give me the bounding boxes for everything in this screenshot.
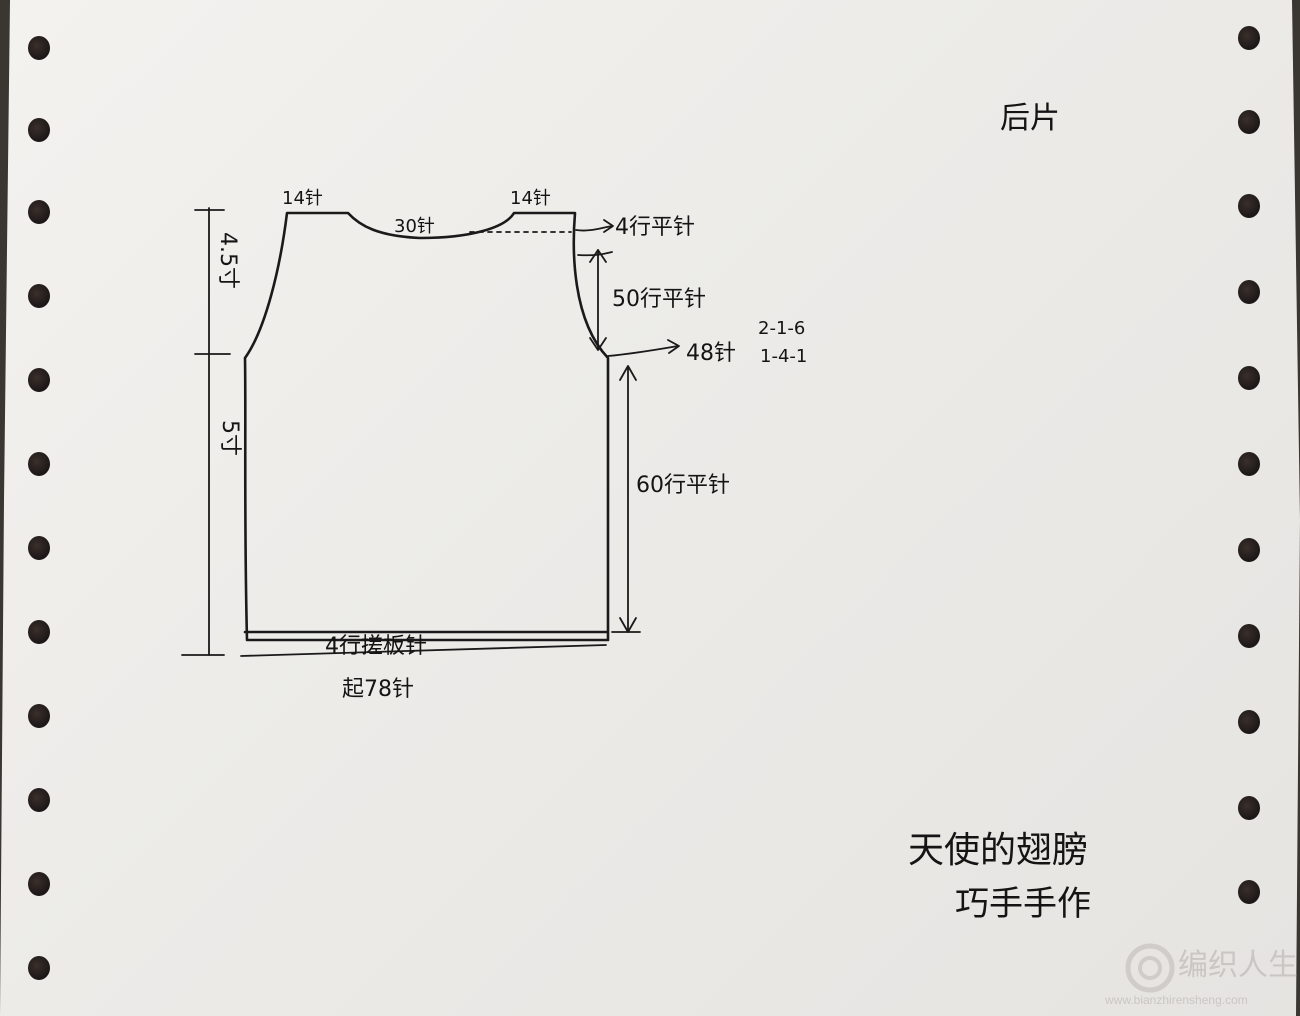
signature-line-2: 巧手手作 xyxy=(955,884,1091,924)
punch-hole xyxy=(1238,880,1260,904)
punch-hole xyxy=(28,536,50,560)
armhole-height-label: 4.5寸 xyxy=(215,232,240,289)
body-height-label: 5寸 xyxy=(217,420,242,456)
punch-hole xyxy=(1238,710,1260,734)
punch-hole xyxy=(28,956,50,980)
body-arrow-top xyxy=(619,365,637,381)
punch-hole xyxy=(1238,796,1260,820)
neck-rows-arrow xyxy=(575,219,614,233)
hem-band-bottom xyxy=(240,644,607,657)
decrease-arrow xyxy=(607,339,680,357)
shoulder-right-label: 14针 xyxy=(510,188,551,209)
signature-line-1: 天使的翅膀 xyxy=(908,830,1088,871)
back-piece-outline xyxy=(243,211,610,642)
punch-hole xyxy=(1238,624,1260,648)
watermark-logo: 编织人生 www.bianzhirensheng.com xyxy=(1104,943,1298,1007)
punch-hole xyxy=(1238,194,1260,218)
punch-hole xyxy=(28,452,50,476)
armhole-label-curve xyxy=(577,251,613,257)
punch-hole xyxy=(28,872,50,896)
page-title: 后片 xyxy=(1000,101,1060,136)
decrease-rule-1: 2-1-6 xyxy=(758,318,805,339)
neck-rows-label: 4行平针 xyxy=(615,215,695,240)
watermark-swirl-icon xyxy=(1125,943,1175,993)
neck-label: 30针 xyxy=(394,216,435,237)
punch-hole xyxy=(28,200,50,224)
cast-on-label: 起78针 xyxy=(342,677,414,702)
armhole-rows-label: 50行平针 xyxy=(612,287,706,312)
body-rows-label: 60行平针 xyxy=(636,473,730,498)
punch-hole xyxy=(1238,452,1260,476)
punch-hole xyxy=(28,620,50,644)
armhole-arrow-top xyxy=(589,249,607,263)
watermark-url: www.bianzhirensheng.com xyxy=(1104,993,1248,1007)
punch-hole xyxy=(28,368,50,392)
punch-hole xyxy=(1238,110,1260,134)
punch-hole xyxy=(1238,26,1260,50)
punch-hole xyxy=(28,788,50,812)
armhole-decrease-label: 48针 xyxy=(686,341,736,366)
shoulder-left-label: 14针 xyxy=(282,188,323,209)
hem-ribbing-label: 4行搓板针 xyxy=(325,634,427,659)
punch-hole xyxy=(28,704,50,728)
punch-hole xyxy=(28,284,50,308)
watermark-brand: 编织人生 xyxy=(1178,949,1298,982)
punch-hole xyxy=(28,36,50,60)
punch-hole xyxy=(1238,280,1260,304)
punch-hole xyxy=(1238,366,1260,390)
decrease-rule-2: 1-4-1 xyxy=(760,346,807,367)
punch-hole xyxy=(28,118,50,142)
punch-hole xyxy=(1238,538,1260,562)
armhole-arrow-bottom xyxy=(589,337,607,351)
